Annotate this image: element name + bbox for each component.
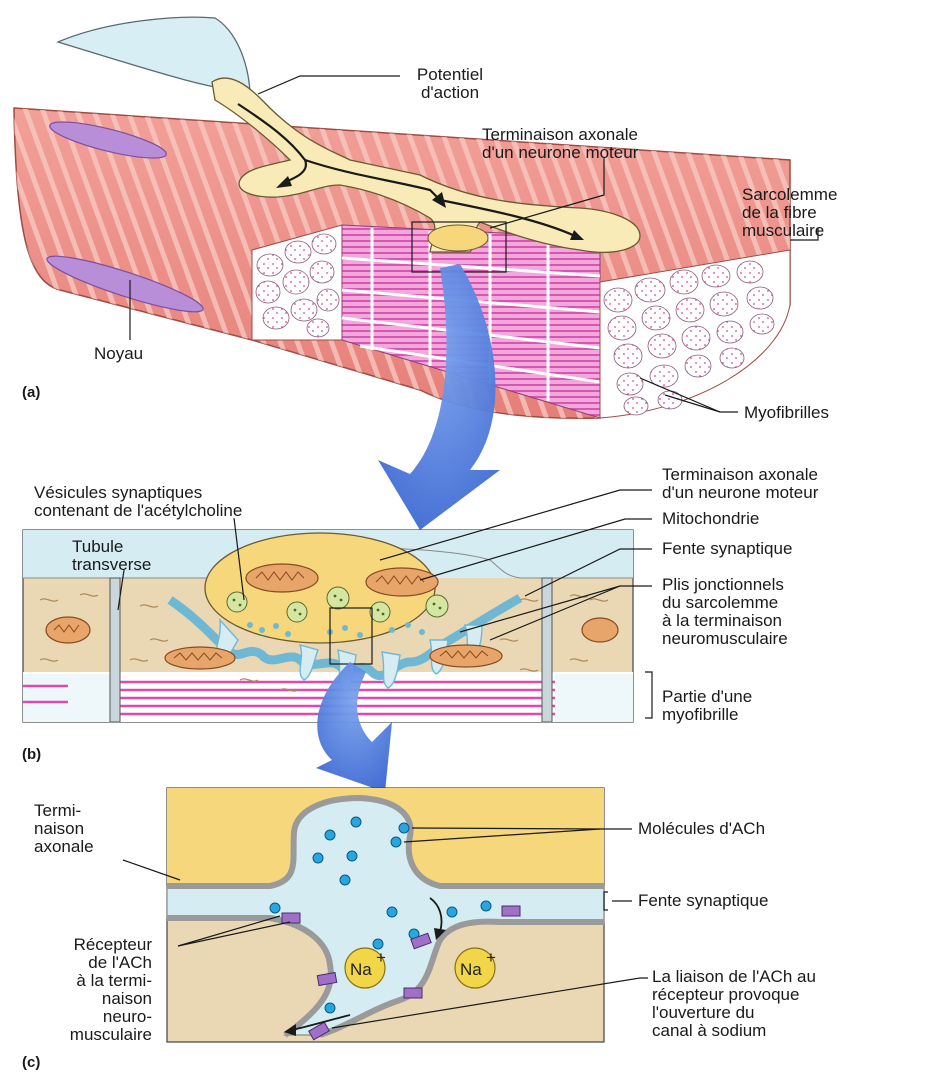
t-tubule-left <box>110 578 120 722</box>
na-label-2: Na <box>460 960 482 979</box>
label-fente-b: Fente synaptique <box>662 540 792 558</box>
label-molecules-ach: Molécules d'ACh <box>638 820 765 838</box>
panel-label-b: (b) <box>22 746 41 763</box>
panel-c-drawing <box>167 788 604 1042</box>
na-plus-2: + <box>486 948 496 967</box>
na-label-1: Na <box>350 960 372 979</box>
label-myofibrilles: Myofibrilles <box>744 404 829 422</box>
label-mitochondrie: Mitochondrie <box>662 510 759 528</box>
label-noyau: Noyau <box>94 345 143 363</box>
panel-label-a: (a) <box>22 384 40 401</box>
t-tubule-right <box>542 578 552 722</box>
na-plus-1: + <box>376 948 386 967</box>
panel-label-c: (c) <box>22 1054 40 1071</box>
label-fente-c: Fente synaptique <box>638 892 768 910</box>
